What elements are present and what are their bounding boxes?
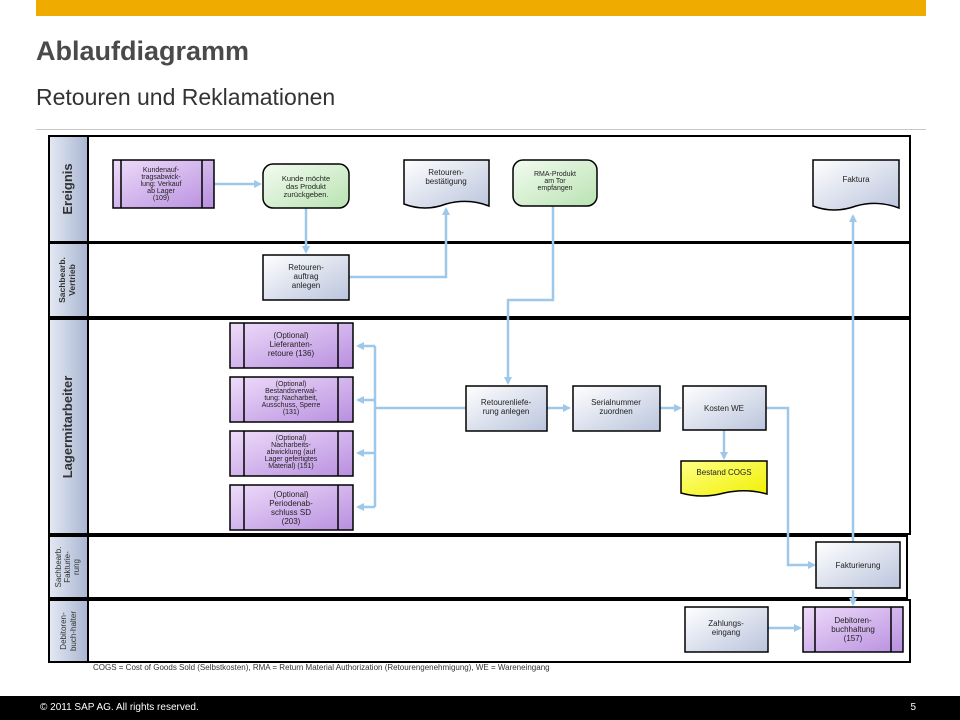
svg-text:Zahlungs-: Zahlungs- bbox=[708, 619, 744, 628]
task-zahlungseingang: Zahlungs- eingang bbox=[684, 606, 769, 653]
svg-text:Lieferanten-: Lieferanten- bbox=[270, 340, 313, 349]
svg-text:auftrag: auftrag bbox=[294, 272, 319, 281]
svg-text:Bestandsverwal-: Bestandsverwal- bbox=[265, 388, 317, 395]
lane-header-debitoren: Debitoren- buch-halter bbox=[48, 599, 89, 663]
svg-text:rung: rung bbox=[72, 559, 81, 575]
svg-text:retoure (136): retoure (136) bbox=[268, 349, 315, 358]
svg-text:(109): (109) bbox=[153, 195, 169, 202]
svg-text:lung: Verkauf: lung: Verkauf bbox=[141, 181, 182, 188]
svg-text:abwicklung (auf: abwicklung (auf bbox=[267, 449, 316, 456]
task-retourenauftrag-anlegen: Retouren- auftrag anlegen bbox=[262, 254, 350, 301]
svg-text:Lagermitarbeiter: Lagermitarbeiter bbox=[60, 376, 75, 479]
svg-text:Nacharbeits-: Nacharbeits- bbox=[271, 442, 311, 449]
svg-text:(Optional): (Optional) bbox=[276, 381, 307, 388]
svg-text:(Optional): (Optional) bbox=[276, 435, 307, 442]
accent-bar bbox=[36, 0, 926, 16]
svg-text:Debitoren-: Debitoren- bbox=[59, 612, 68, 650]
process-periodenabschluss: (Optional) Periodenab- schluss SD (203) bbox=[229, 484, 354, 531]
svg-text:Lager gefertigtes: Lager gefertigtes bbox=[265, 456, 318, 463]
task-serialnummer-zuordnen: Serialnummer zuordnen bbox=[572, 385, 661, 432]
svg-text:eingang: eingang bbox=[712, 628, 740, 637]
svg-text:anlegen: anlegen bbox=[292, 281, 320, 290]
svg-text:Kosten WE: Kosten WE bbox=[704, 404, 744, 413]
svg-text:Retouren-: Retouren- bbox=[428, 168, 464, 177]
svg-text:Vertrieb: Vertrieb bbox=[67, 264, 77, 296]
header-divider bbox=[36, 129, 926, 130]
svg-text:Ausschuss, Sperre: Ausschuss, Sperre bbox=[262, 402, 321, 409]
svg-text:Sachbearb.: Sachbearb. bbox=[54, 547, 63, 588]
page-title: Ablaufdiagramm bbox=[36, 36, 250, 66]
svg-text:(Optional): (Optional) bbox=[273, 490, 308, 499]
svg-text:Retouren-: Retouren- bbox=[288, 263, 324, 272]
event-rma-produkt-empfangen: RMA-Produkt am Tor empfangen bbox=[512, 159, 598, 207]
svg-text:zuordnen: zuordnen bbox=[599, 407, 632, 416]
svg-text:das Produkt: das Produkt bbox=[286, 182, 327, 191]
svg-text:rung anlegen: rung anlegen bbox=[483, 407, 530, 416]
svg-text:buchhaltung: buchhaltung bbox=[831, 625, 875, 634]
lane-header-lager: Lagermitarbeiter bbox=[48, 318, 89, 535]
svg-text:Fakturierung: Fakturierung bbox=[836, 561, 881, 570]
svg-text:Serialnummer: Serialnummer bbox=[591, 398, 641, 407]
svg-text:(Optional): (Optional) bbox=[273, 331, 308, 340]
flow-connectors bbox=[214, 180, 857, 632]
abbreviation-legend: COGS = Cost of Goods Sold (Selbstkosten)… bbox=[93, 663, 550, 672]
process-debitorenbuchhaltung: Debitoren- buchhaltung (157) bbox=[802, 606, 904, 653]
task-retourenlieferung-anlegen: Retourenliefe- rung anlegen bbox=[465, 385, 548, 432]
svg-text:Retourenliefe-: Retourenliefe- bbox=[481, 398, 532, 407]
svg-text:(203): (203) bbox=[282, 517, 301, 526]
lane-header-fakturierung: Sachbearb. Fakturie- rung bbox=[48, 535, 89, 599]
lane-header-ereignis: Ereignis bbox=[48, 135, 89, 243]
event-kunde-moechte-zurueckgeben: Kunde möchte das Produkt zurückgeben. bbox=[262, 163, 350, 209]
document-faktura: Faktura bbox=[812, 159, 900, 211]
svg-text:Faktura: Faktura bbox=[842, 175, 870, 184]
svg-text:buch-halter: buch-halter bbox=[69, 611, 78, 651]
svg-text:bestätigung: bestätigung bbox=[425, 177, 466, 186]
page-subtitle: Retouren und Reklamationen bbox=[36, 84, 336, 110]
page-number: 5 bbox=[910, 702, 916, 713]
process-kundenauftragsabwicklung: Kundenauf- tragsabwick- lung: Verkauf ab… bbox=[112, 159, 215, 209]
svg-text:am Tor: am Tor bbox=[544, 178, 566, 185]
svg-text:Kundenauf-: Kundenauf- bbox=[143, 167, 180, 174]
svg-text:Kunde möchte: Kunde möchte bbox=[282, 174, 330, 183]
process-nacharbeitsabwicklung: (Optional) Nacharbeits- abwicklung (auf … bbox=[229, 430, 354, 477]
svg-text:(157): (157) bbox=[844, 634, 863, 643]
process-lieferantenretoure: (Optional) Lieferanten- retoure (136) bbox=[229, 322, 354, 369]
svg-text:tragsabwick-: tragsabwick- bbox=[141, 174, 181, 181]
process-bestandsverwaltung: (Optional) Bestandsverwal- tung: Nacharb… bbox=[229, 376, 354, 423]
svg-text:Sachbearb.: Sachbearb. bbox=[57, 257, 67, 303]
svg-text:tung: Nacharbeit,: tung: Nacharbeit, bbox=[264, 395, 317, 402]
task-fakturierung: Fakturierung bbox=[815, 541, 901, 589]
svg-text:zurückgeben.: zurückgeben. bbox=[283, 190, 328, 199]
svg-text:schluss SD: schluss SD bbox=[271, 508, 311, 517]
svg-text:Periodenab-: Periodenab- bbox=[269, 499, 313, 508]
svg-text:Debitoren-: Debitoren- bbox=[834, 616, 872, 625]
footer-bar: © 2011 SAP AG. All rights reserved. 5 bbox=[0, 696, 960, 720]
document-retourenbestaetigung: Retouren- bestätigung bbox=[403, 159, 490, 209]
svg-text:Ereignis: Ereignis bbox=[60, 163, 75, 214]
svg-text:Fakturie-: Fakturie- bbox=[63, 551, 72, 583]
document-bestand-cogs: Bestand COGS bbox=[680, 460, 768, 497]
svg-text:Bestand COGS: Bestand COGS bbox=[696, 468, 751, 477]
svg-text:Material) (151): Material) (151) bbox=[268, 463, 314, 470]
svg-text:empfangen: empfangen bbox=[537, 185, 572, 192]
svg-text:ab Lager: ab Lager bbox=[147, 188, 175, 195]
svg-text:RMA-Produkt: RMA-Produkt bbox=[534, 171, 576, 178]
svg-text:(131): (131) bbox=[283, 409, 299, 416]
lane-header-vertrieb: Sachbearb. Vertrieb bbox=[48, 242, 89, 318]
copyright-text: © 2011 SAP AG. All rights reserved. bbox=[40, 702, 199, 713]
task-kosten-we: Kosten WE bbox=[682, 385, 767, 431]
